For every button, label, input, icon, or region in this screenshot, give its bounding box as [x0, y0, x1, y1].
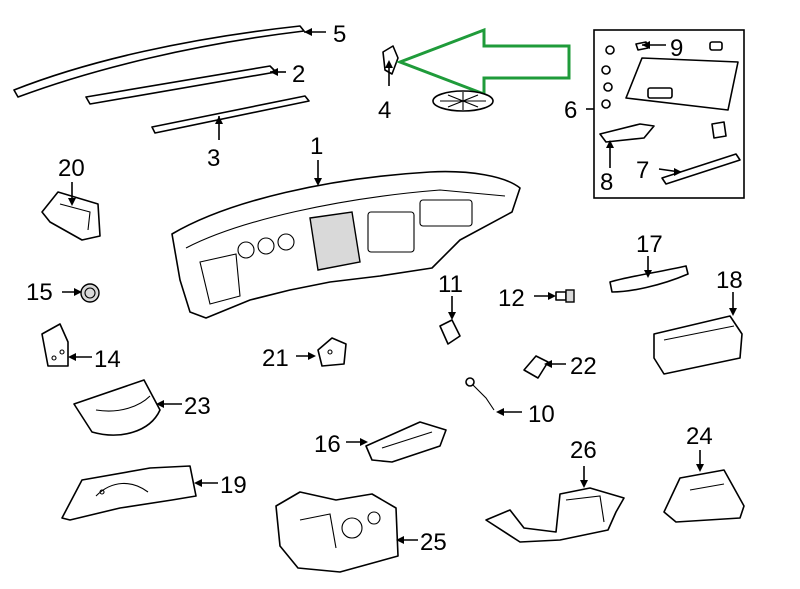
callout-25: 25	[420, 529, 447, 556]
callout-19: 19	[220, 472, 247, 499]
part-4-clip	[382, 45, 399, 75]
glove-box-inset	[593, 29, 745, 199]
part-25-support	[275, 491, 399, 573]
callout-15: 15	[26, 279, 53, 306]
part-17-trim	[609, 265, 689, 293]
part-18-module	[653, 315, 743, 375]
part-20-bracket	[41, 191, 101, 241]
speaker-grille	[432, 90, 494, 112]
part-1-instrument-panel	[171, 170, 521, 319]
callout-22: 22	[570, 353, 597, 380]
hollow-arrow-left-icon	[395, 27, 571, 97]
part-26-bracket	[485, 487, 625, 543]
callout-6: 6	[564, 97, 577, 124]
callout-7: 7	[636, 157, 649, 184]
part-21-bracket	[317, 337, 347, 367]
part-2-strip	[85, 65, 277, 105]
callout-26: 26	[570, 437, 597, 464]
callout-1: 1	[310, 133, 323, 160]
part-24-cover	[663, 469, 745, 523]
callout-8: 8	[600, 169, 613, 196]
callout-2: 2	[292, 61, 305, 88]
callout-21: 21	[262, 345, 289, 372]
callout-11: 11	[438, 271, 463, 298]
part-22-bracket	[523, 355, 549, 379]
part-5-trim-strip	[13, 25, 305, 98]
callout-24: 24	[686, 423, 713, 450]
part-10-harness	[465, 377, 495, 411]
part-12-screw	[555, 289, 575, 303]
callout-20: 20	[58, 155, 85, 182]
callout-10: 10	[528, 401, 555, 428]
callout-12: 12	[498, 285, 525, 312]
part-3-strip	[151, 95, 310, 134]
part-16-bin	[365, 421, 447, 463]
part-11-clip	[439, 319, 461, 345]
callout-18: 18	[716, 267, 743, 294]
part-23-bracket	[73, 379, 161, 436]
callout-14: 14	[94, 346, 121, 373]
callout-16: 16	[314, 431, 341, 458]
part-15-plug	[80, 283, 100, 303]
part-19-lower-panel	[61, 465, 197, 521]
callout-5: 5	[333, 21, 346, 48]
part-14-panel	[41, 323, 69, 367]
callout-4: 4	[378, 97, 391, 124]
callout-17: 17	[636, 231, 663, 258]
callout-23: 23	[184, 393, 211, 420]
callout-9: 9	[670, 35, 683, 62]
callout-3: 3	[207, 145, 220, 172]
